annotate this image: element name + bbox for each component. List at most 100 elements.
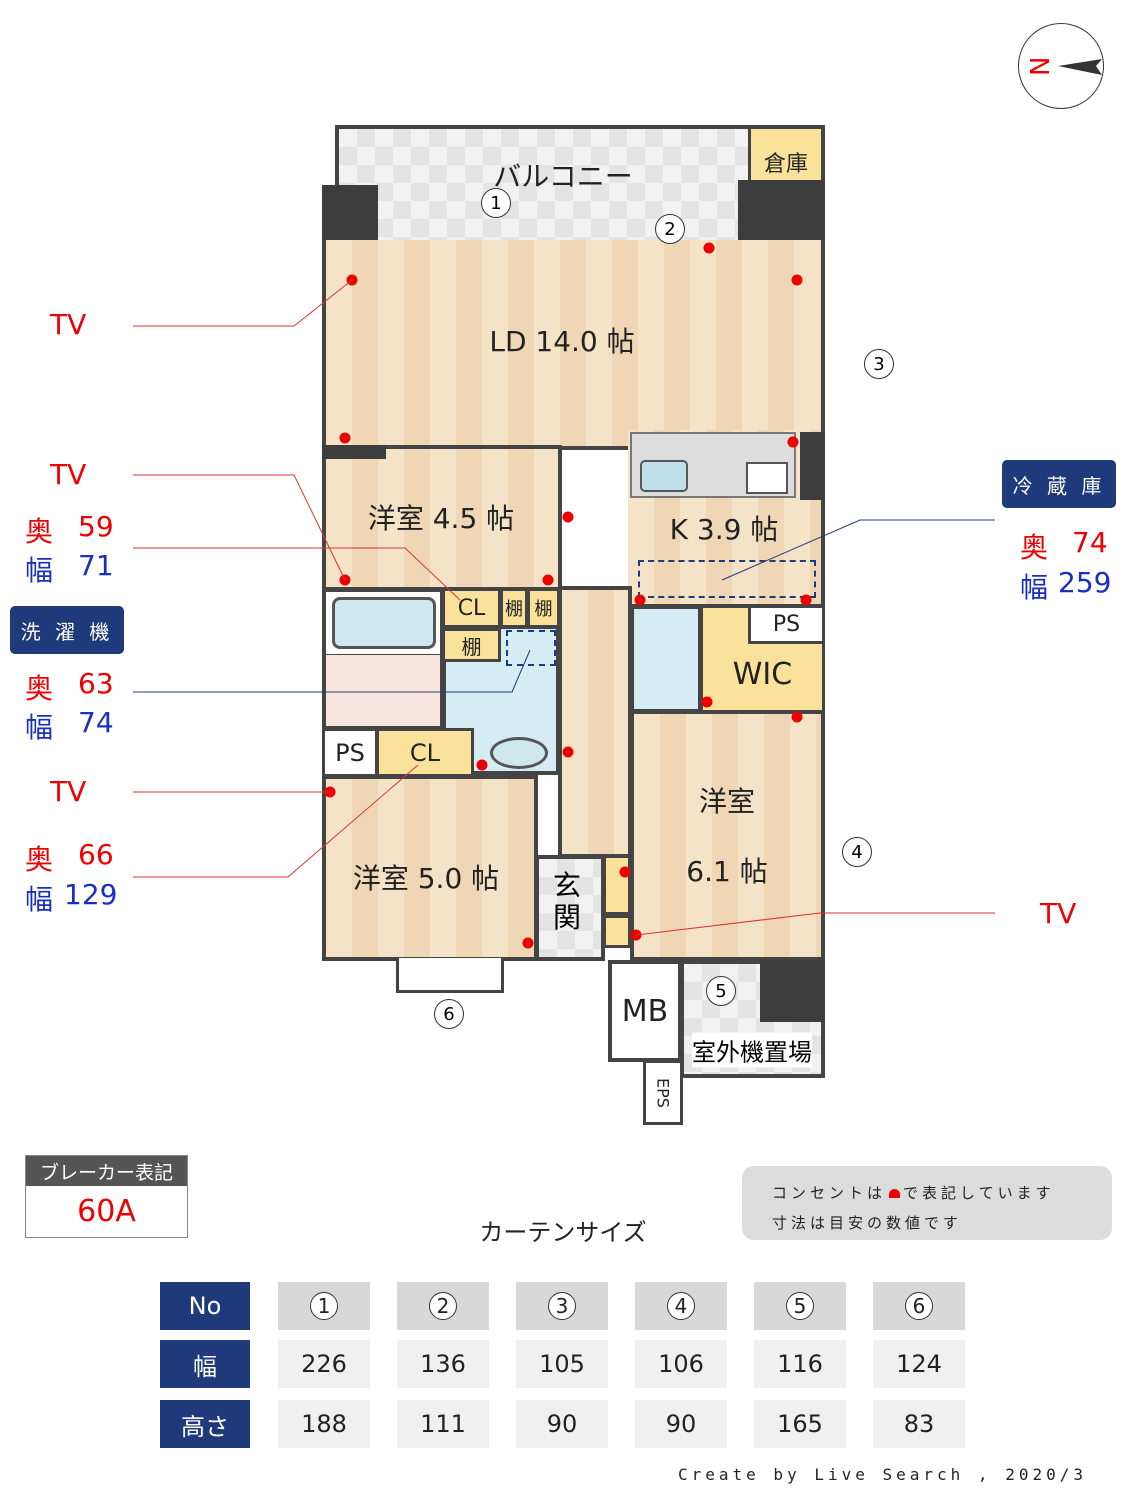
- outlet-icon: [634, 594, 646, 606]
- curtain-number: 6: [905, 1292, 933, 1320]
- outlet-icon: [562, 511, 574, 523]
- tv-leader-line: [133, 474, 346, 581]
- curtain-header-cell: 高さ: [160, 1400, 250, 1448]
- washer-leader-line: [133, 649, 531, 693]
- curtain-cell: 106: [635, 1340, 727, 1388]
- notes-box: コンセントはで表記しています 寸法は目安の数値です: [742, 1166, 1112, 1240]
- breaker-title: ブレーカー表記: [26, 1156, 187, 1186]
- breaker-value: 60A: [77, 1194, 136, 1229]
- fridge-leader-line: [721, 519, 995, 581]
- pipe-space: PS: [748, 605, 825, 644]
- kitchen-label: K 3.9 帖: [669, 513, 779, 546]
- window-marker-3: 3: [864, 349, 894, 379]
- curtain-number: 1: [310, 1292, 338, 1320]
- window-marker-1: 1: [481, 188, 511, 218]
- shoe-cabinet: [603, 915, 631, 948]
- compass: N: [1018, 23, 1104, 109]
- breaker-box: ブレーカー表記 60A: [25, 1155, 188, 1238]
- shelf: 棚: [500, 588, 528, 628]
- outdoor-unit-label: 室外機置場: [692, 1032, 812, 1068]
- ld-label: LD 14.0 帖: [489, 325, 635, 358]
- curtain-cell: 105: [516, 1340, 608, 1388]
- curtain-title: カーテンサイズ: [479, 1218, 647, 1247]
- washer-width-label: 幅: [25, 711, 54, 744]
- curtain-number: 5: [786, 1292, 814, 1320]
- curtain-header-cell: 幅: [160, 1340, 250, 1388]
- western45-label: 洋室 4.5 帖: [367, 502, 515, 535]
- curtain-cell: 83: [873, 1400, 965, 1448]
- tv-label: TV: [50, 458, 87, 491]
- curtain-number: 3: [548, 1292, 576, 1320]
- bathtub: [332, 597, 436, 649]
- curtain-cell: 4: [635, 1282, 727, 1330]
- tv-label: TV: [50, 308, 87, 341]
- fridge-width-value: 259: [1058, 566, 1112, 599]
- closet-depth-value: 59: [78, 510, 114, 543]
- entrance: [535, 855, 605, 961]
- curtain-cell: 2: [397, 1282, 489, 1330]
- curtain-cell: 226: [278, 1340, 370, 1388]
- washer-depth-value: 63: [78, 667, 114, 700]
- fridge-depth-value: 74: [1072, 526, 1108, 559]
- wall: [322, 445, 386, 459]
- eps-label: EPS: [653, 1077, 673, 1108]
- window-marker-6: 6: [434, 999, 464, 1029]
- wall: [760, 960, 825, 1022]
- entrance-label: 玄関: [553, 869, 582, 934]
- north-arrow-icon: N: [1026, 57, 1102, 76]
- balcony-label: バルコニー: [493, 160, 633, 193]
- shelf: 棚: [442, 628, 501, 662]
- western-room-5-0: [322, 775, 538, 961]
- fridge-space: [638, 560, 816, 598]
- tv-label: TV: [1040, 897, 1077, 930]
- fridge-width-label: 幅: [1020, 571, 1049, 604]
- curtain-cell: 188: [278, 1400, 370, 1448]
- western50-label: 洋室 5.0 帖: [352, 862, 500, 895]
- curtain-cell: 90: [516, 1400, 608, 1448]
- curtain-cell: 6: [873, 1282, 965, 1330]
- pipe-space: PS: [322, 728, 378, 777]
- shoe-cabinet: [603, 855, 631, 915]
- curtain-cell: 116: [754, 1340, 846, 1388]
- outlet-icon: [889, 1189, 901, 1198]
- curtain-cell: 165: [754, 1400, 846, 1448]
- stove: [746, 462, 788, 494]
- cl-width-value: 129: [64, 878, 118, 911]
- washer-space: [506, 630, 556, 666]
- curtain-cell: 3: [516, 1282, 608, 1330]
- closet-width-label: 幅: [25, 554, 54, 587]
- living-dining: [322, 240, 825, 450]
- window-marker-2: 2: [655, 214, 685, 244]
- curtain-cell: 124: [873, 1340, 965, 1388]
- note-line1b: で表記しています: [903, 1184, 1055, 1202]
- tv-leader-line: [133, 279, 353, 327]
- fridge-badge: 冷 蔵 庫: [1002, 460, 1116, 508]
- outlet-icon: [791, 711, 803, 723]
- outlet-icon: [701, 696, 713, 708]
- washer-badge: 洗 濯 機: [10, 606, 124, 654]
- outlet-icon: [703, 242, 715, 254]
- outlet-icon: [339, 432, 351, 444]
- closet-leader-line: [133, 764, 419, 878]
- western-room-6-1: [630, 710, 825, 961]
- curtain-cell: 1: [278, 1282, 370, 1330]
- outlet-icon: [476, 759, 488, 771]
- svg-text:N: N: [1026, 57, 1056, 76]
- note-line1a: コンセントは: [772, 1184, 887, 1202]
- closet-leader-line: [133, 547, 461, 601]
- outlet-icon: [619, 866, 631, 878]
- cl-depth-value: 66: [78, 838, 114, 871]
- curtain-cell: 111: [397, 1400, 489, 1448]
- closet-cl: CL: [442, 588, 501, 628]
- western61-label: 洋室: [698, 785, 756, 818]
- washer-width-value: 74: [78, 706, 114, 739]
- western61-size: 6.1 帖: [686, 855, 768, 888]
- washer-depth-label: 奥: [25, 672, 54, 705]
- curtain-header-cell: No: [160, 1282, 250, 1330]
- outlet-icon: [800, 594, 812, 606]
- tv-leader-line: [635, 912, 995, 936]
- curtain-cell: 5: [754, 1282, 846, 1330]
- curtain-cell: 90: [635, 1400, 727, 1448]
- outlet-icon: [562, 746, 574, 758]
